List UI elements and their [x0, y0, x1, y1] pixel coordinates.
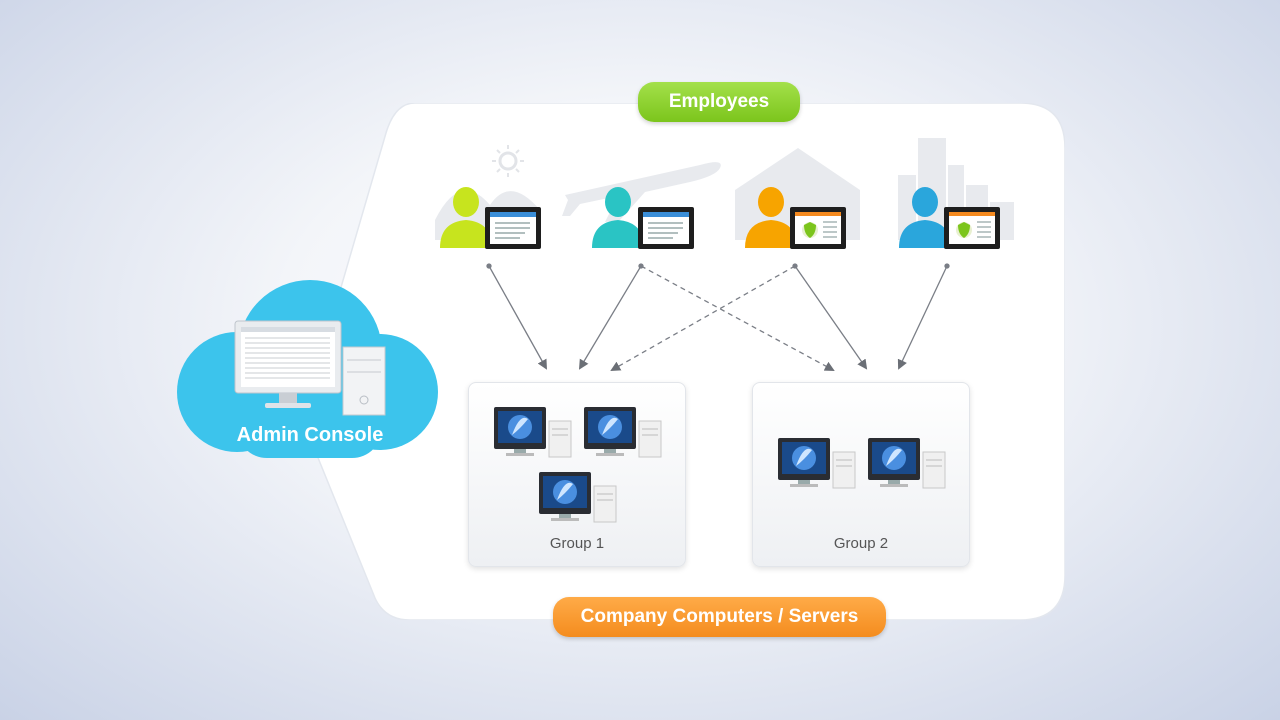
- airplane-icon: [562, 162, 721, 222]
- arrow-employee4-group2: [897, 265, 948, 370]
- computer-icon: [868, 438, 946, 489]
- group-2-label: Group 2: [833, 535, 889, 552]
- arrow-employee2-group1: [578, 265, 642, 370]
- group-2-box: Group 2: [752, 382, 970, 567]
- computer-icon: [778, 438, 856, 489]
- arrow-employee3-group1: [610, 265, 796, 371]
- cloud-icon: [177, 280, 438, 458]
- computer-icon: [584, 407, 662, 458]
- employee-2-avatar-icon: [592, 187, 644, 248]
- employee-1-tablet-icon: [485, 207, 541, 249]
- employee-row: [435, 138, 1014, 249]
- group-1-label: Group 1: [549, 535, 605, 552]
- arrow-employee3-group2: [794, 265, 868, 370]
- employee-2-tablet-icon: [638, 207, 694, 249]
- employee-4-tablet-icon: [944, 207, 1000, 249]
- admin-monitor-icon: [234, 320, 342, 408]
- employee-4-avatar-icon: [899, 187, 951, 248]
- employee-1-avatar-icon: [440, 187, 492, 248]
- group-1-box: Group 1: [468, 382, 686, 567]
- arrow-employee1-group1: [488, 265, 547, 370]
- employee-3-tablet-icon: [790, 207, 846, 249]
- admin-console-label: Admin Console: [236, 424, 384, 446]
- arrow-employee2-group2: [640, 265, 835, 371]
- admin-server-icon: [342, 346, 386, 416]
- employees-label: Employees: [638, 82, 800, 122]
- employee-3-avatar-icon: [745, 187, 797, 248]
- computer-icon: [539, 472, 617, 523]
- company-computers-label: Company Computers / Servers: [553, 597, 886, 637]
- computer-icon: [494, 407, 572, 458]
